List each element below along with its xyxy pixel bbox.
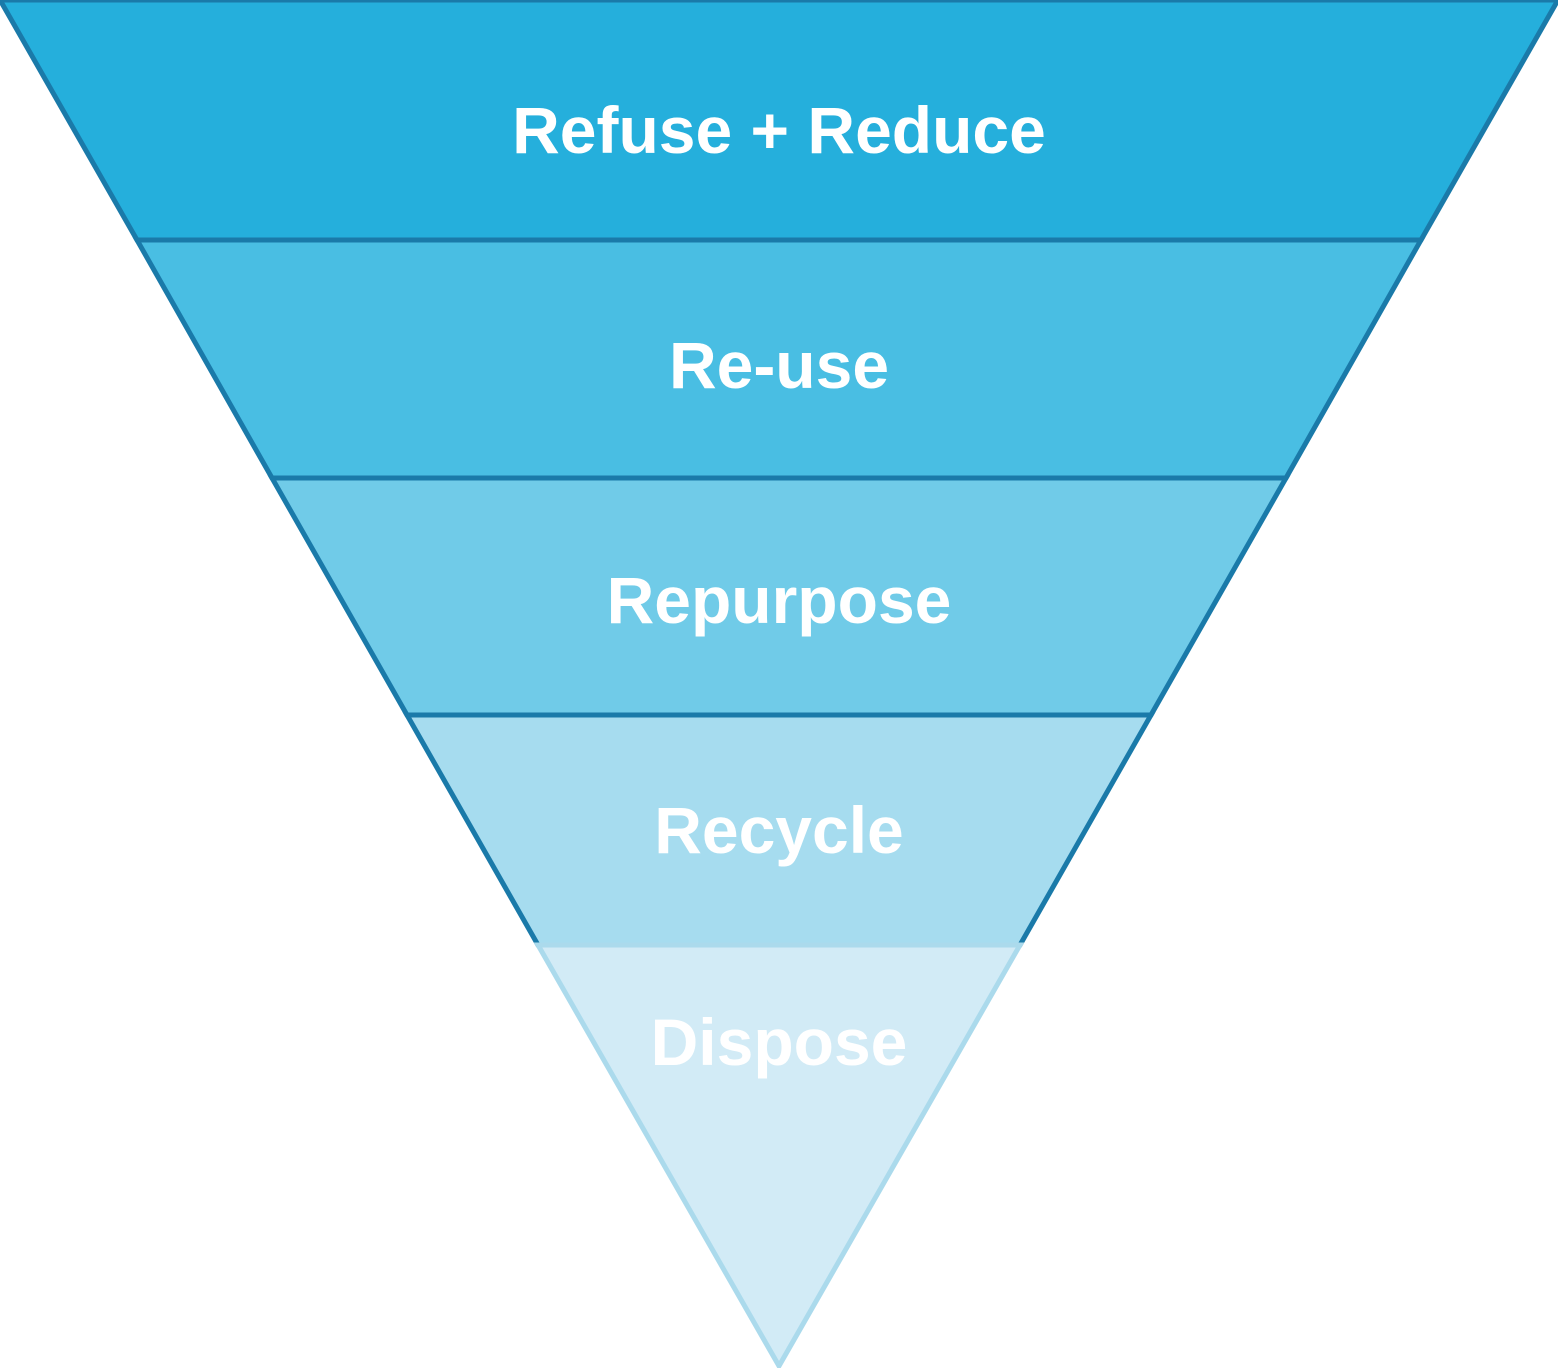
funnel-level-dispose: Dispose [533, 942, 1025, 1368]
level-label-refuse-reduce: Refuse + Reduce [512, 93, 1046, 167]
level-label-dispose: Dispose [651, 1005, 908, 1079]
funnel-level-reuse: Re-use [132, 237, 1426, 481]
level-label-repurpose: Repurpose [607, 563, 952, 637]
level-label-recycle: Recycle [654, 793, 904, 867]
level-label-reuse: Re-use [669, 328, 889, 402]
funnel-level-repurpose: Repurpose [267, 475, 1291, 718]
funnel-level-recycle: Recycle [402, 712, 1156, 948]
level-shape-dispose [533, 942, 1025, 1368]
funnel-level-refuse-reduce: Refuse + Reduce [0, 0, 1558, 243]
